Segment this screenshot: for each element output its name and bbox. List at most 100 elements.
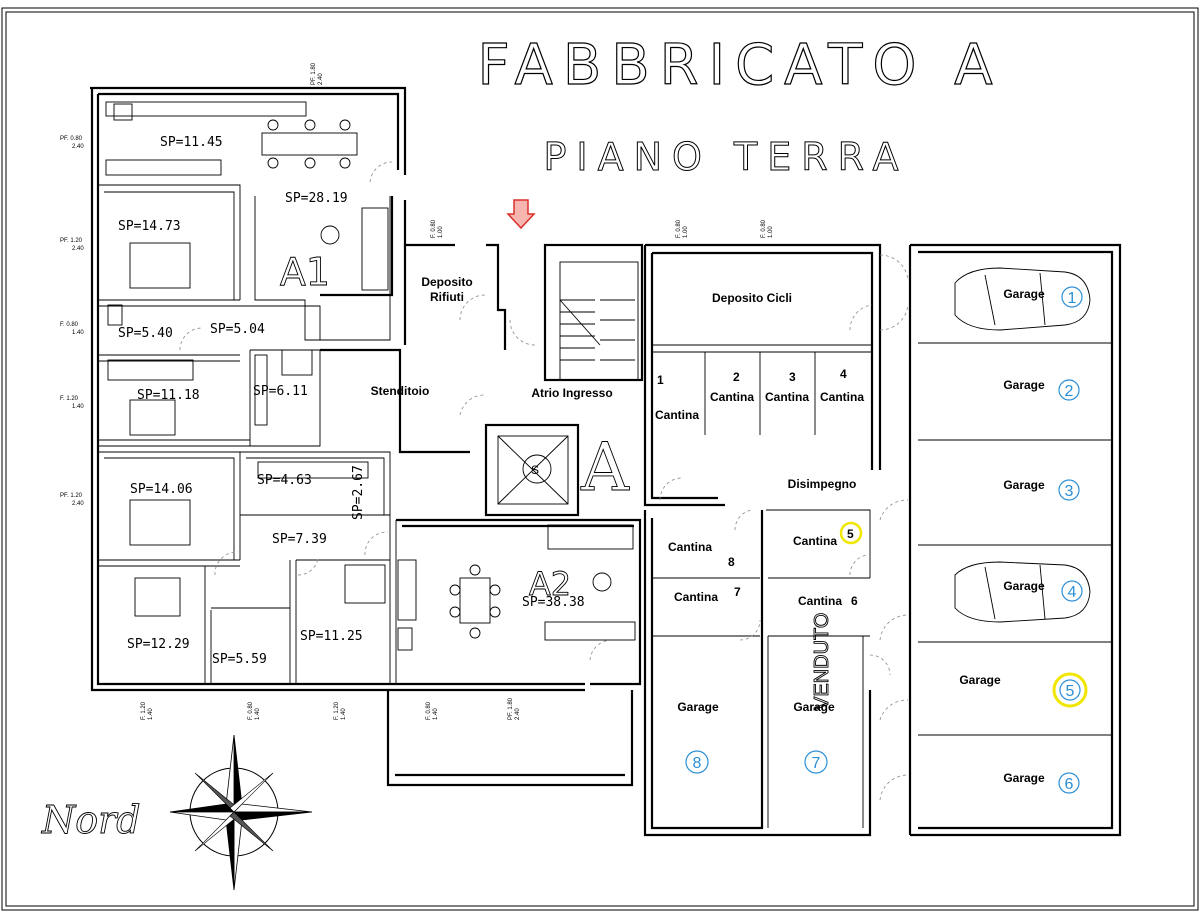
svg-text:PF. 1.80: PF. 1.80 (508, 697, 514, 720)
area-label: SP=5.59 (212, 652, 267, 667)
svg-text:1.40: 1.40 (72, 330, 84, 336)
svg-text:PF. 1.80: PF. 1.80 (311, 62, 317, 85)
svg-text:2.40: 2.40 (72, 246, 84, 252)
svg-text:S: S (531, 463, 539, 477)
cantina-label: Cantina (765, 390, 809, 404)
area-label: SP=14.06 (130, 482, 193, 497)
area-label: SP=5.40 (118, 326, 173, 341)
svg-text:F. 0.80: F. 0.80 (60, 322, 79, 328)
svg-text:1.00: 1.00 (768, 226, 774, 238)
room-label: Deposito (421, 275, 472, 289)
svg-text:F. 1.20: F. 1.20 (60, 396, 79, 402)
garage-number-ring (1061, 286, 1083, 308)
garage-walls (908, 243, 1122, 837)
svg-text:2.40: 2.40 (318, 73, 324, 85)
cantina-number: 5 (847, 527, 854, 541)
svg-text:PF. 1.20: PF. 1.20 (60, 238, 83, 244)
cantina-label: Cantina (793, 534, 837, 548)
svg-text:1.40: 1.40 (72, 404, 84, 410)
svg-text:PF. 1.20: PF. 1.20 (60, 493, 83, 499)
area-label: SP=12.29 (127, 637, 190, 652)
cantina-label: Cantina (674, 590, 718, 604)
svg-text:F. 0.80: F. 0.80 (426, 701, 432, 720)
garage-number: 3 (1065, 483, 1074, 500)
svg-text:1.00: 1.00 (438, 226, 444, 238)
svg-text:2.40: 2.40 (72, 501, 84, 507)
svg-text:F. 0.80: F. 0.80 (676, 219, 682, 238)
apartment-walls (90, 86, 642, 787)
room-label: Disimpegno (788, 477, 857, 491)
room-label: Deposito Cicli (712, 291, 792, 305)
stair-core (543, 243, 644, 382)
furniture (105, 101, 636, 651)
cantina-label: Cantina (710, 390, 754, 404)
garage-label: Garage (793, 700, 835, 714)
highlight-ring (839, 521, 863, 545)
svg-text:F. 0.80: F. 0.80 (761, 219, 767, 238)
garage-number-ring (1059, 679, 1081, 701)
car-icon (954, 267, 1091, 331)
area-label: SP=14.73 (118, 219, 181, 234)
area-label: SP=28.19 (285, 191, 348, 206)
door-swings (179, 161, 909, 801)
garage-number: 2 (1065, 383, 1074, 400)
area-label: SP=5.04 (210, 322, 265, 337)
garage-number-ring (1058, 379, 1080, 401)
area-label: SP=11.18 (137, 388, 200, 403)
cantina-number: 7 (734, 585, 741, 599)
cantina-number: 6 (851, 594, 858, 608)
garage-label: Garage (1003, 378, 1045, 392)
garage-label: Garage (959, 673, 1001, 687)
highlight-ring (1052, 672, 1088, 708)
svg-text:1.00: 1.00 (683, 226, 689, 238)
svg-text:F. 1.20: F. 1.20 (334, 701, 340, 720)
area-label: SP=11.25 (300, 629, 363, 644)
cantina-number: 1 (657, 373, 664, 387)
compass-label: Nord (41, 798, 141, 842)
cantina-number: 8 (728, 555, 735, 569)
svg-text:F. 0.80: F. 0.80 (431, 219, 437, 238)
garage-number: 1 (1068, 290, 1077, 307)
svg-text:1.40: 1.40 (341, 708, 347, 720)
garage-label: Garage (1003, 771, 1045, 785)
garage-number: 7 (812, 755, 821, 772)
svg-text:F. 0.80: F. 0.80 (248, 701, 254, 720)
svg-text:1.40: 1.40 (148, 708, 154, 720)
garage-number-ring (804, 750, 828, 774)
person-icon (113, 103, 133, 121)
apartment-label-a2: A2 (529, 565, 571, 603)
plan-subtitle: PIANO TERRA (543, 135, 908, 179)
room-label: Rifiuti (430, 290, 464, 304)
sold-stamp: VENDUTO (811, 613, 833, 710)
cantina-label: Cantina (655, 408, 699, 422)
svg-text:F. 1.20: F. 1.20 (141, 701, 147, 720)
garage-number: 4 (1068, 584, 1077, 601)
cantina-number: 2 (733, 370, 740, 384)
garage-label: Garage (1003, 579, 1045, 593)
frame-inner (5, 11, 1195, 907)
room-label: Atrio Ingresso (531, 386, 612, 400)
area-label: SP=2.67 (351, 465, 366, 520)
svg-text:PF. 0.80: PF. 0.80 (60, 136, 83, 142)
svg-text:1.40: 1.40 (255, 708, 261, 720)
area-label: SP=7.39 (272, 532, 327, 547)
apartment-label-a1: A1 (280, 250, 330, 294)
garage-label: Garage (677, 700, 719, 714)
area-label: SP=4.63 (257, 473, 312, 488)
svg-text:1.40: 1.40 (433, 708, 439, 720)
garage-number: 8 (693, 755, 702, 772)
area-label: SP=6.11 (253, 384, 308, 399)
elevator-icon: S (484, 423, 580, 517)
area-label: SP=38.38 (522, 595, 585, 610)
cantina-number: 4 (840, 367, 847, 381)
cantina-label: Cantina (798, 594, 842, 608)
svg-text:2.40: 2.40 (515, 708, 521, 720)
garage-label: Garage (1003, 478, 1045, 492)
compass-rose-icon (169, 734, 313, 891)
garage-number: 6 (1065, 776, 1074, 793)
garage-number-ring (1058, 772, 1080, 794)
area-label: SP=11.45 (160, 135, 223, 150)
cantina-label: Cantina (820, 390, 864, 404)
person-icon (397, 627, 413, 651)
